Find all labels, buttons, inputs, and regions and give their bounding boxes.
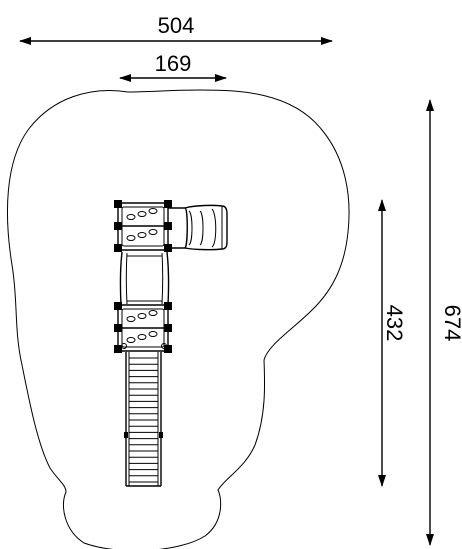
slide (168, 204, 228, 251)
dim-label-inner-length: 432 (382, 305, 407, 342)
safety-zone-outline (6, 89, 350, 549)
dim-label-overall-length: 674 (440, 305, 462, 342)
upper-tower (114, 200, 172, 252)
dim-label-tower-width: 169 (155, 51, 192, 76)
ladder-handles (121, 343, 167, 349)
lower-tower (114, 302, 172, 353)
dim-label-overall-width: 504 (158, 13, 195, 38)
play-equipment (114, 200, 228, 487)
connecting-bridge (119, 251, 170, 306)
ladder (124, 352, 163, 487)
